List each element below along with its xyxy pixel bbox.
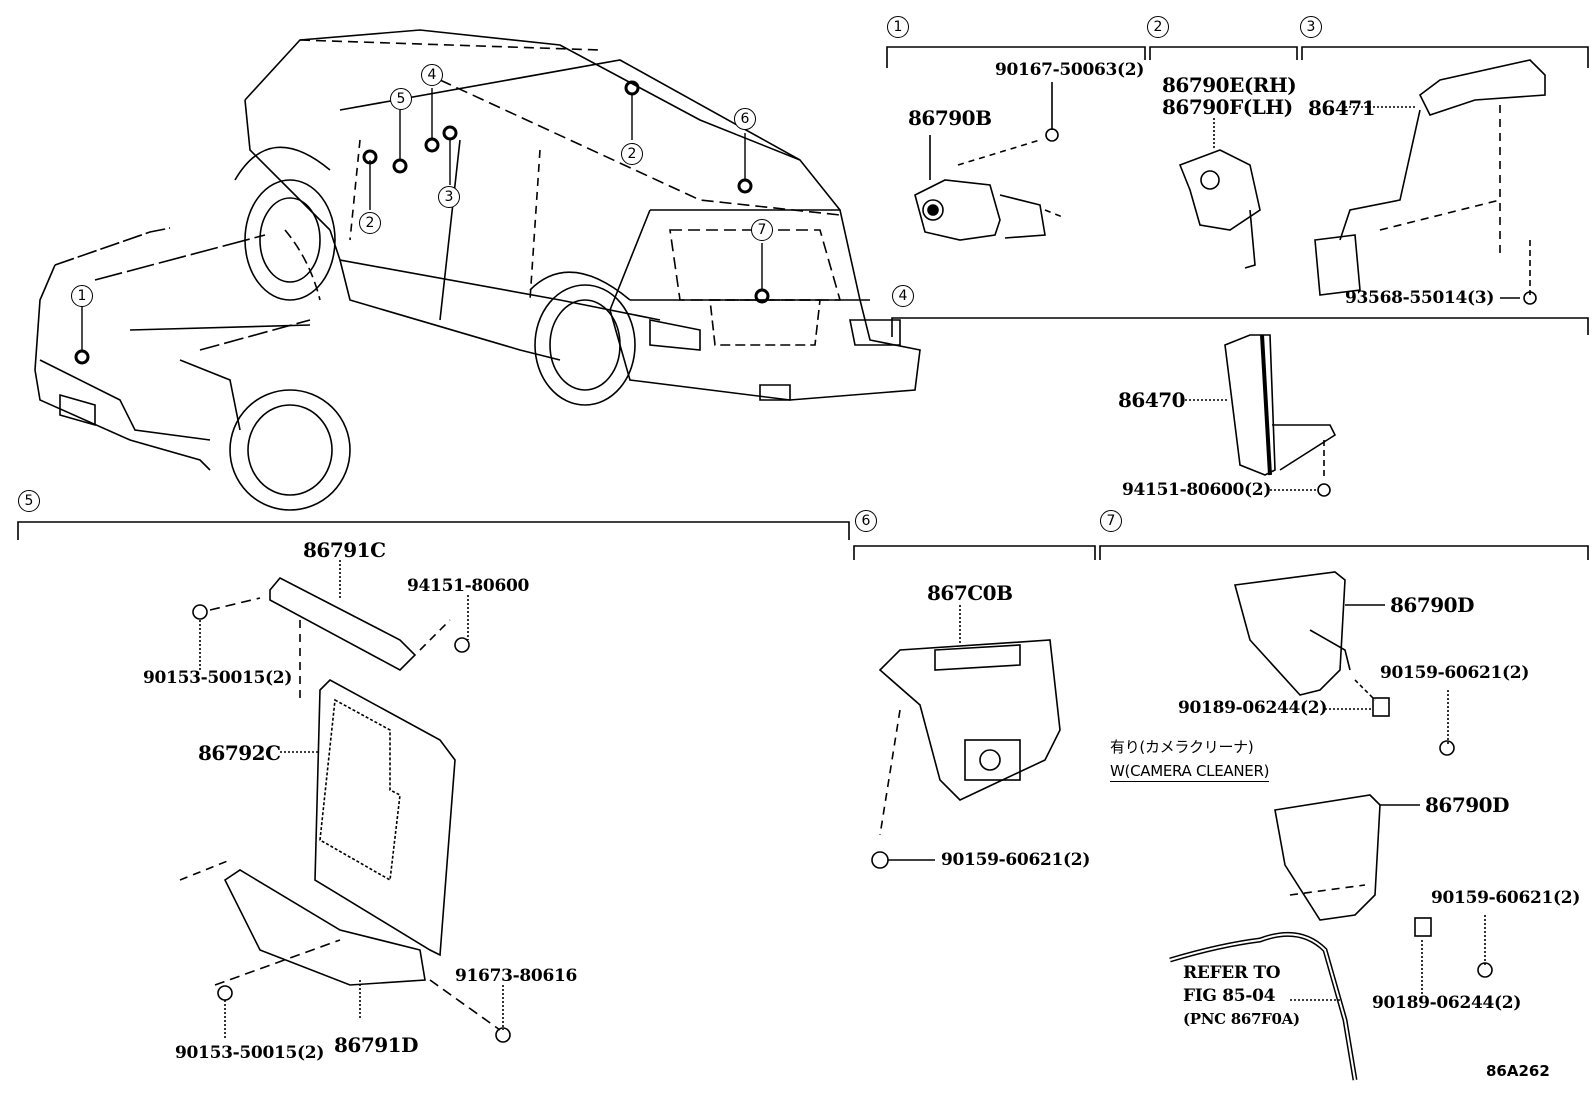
part-867C0B-camera: [871, 605, 1061, 869]
part-label[interactable]: 90189-06244(2): [1372, 993, 1522, 1013]
camera-cleaner-note-jp: 有り(カメラクリーナ): [1110, 738, 1254, 756]
part-label[interactable]: 94151-80600(2): [1122, 480, 1272, 500]
vehicle-callout-leaders: [74, 80, 770, 365]
part-86471: [1314, 59, 1546, 305]
section-callout-4: 4: [892, 285, 914, 307]
section-callout-1: 1: [887, 16, 909, 38]
vehicle-callout-2b: 2: [621, 143, 643, 165]
section-brackets: [17, 46, 1589, 560]
vehicle-callout-2a: 2: [359, 212, 381, 234]
part-86470: [1185, 334, 1337, 497]
part-label[interactable]: 86790B: [908, 106, 992, 130]
vehicle-callout-7: 7: [751, 219, 773, 241]
vehicle-front-illustration: [34, 227, 351, 511]
refer-note-line1: REFER TO: [1183, 963, 1281, 983]
section-callout-5: 5: [18, 490, 40, 512]
part-label[interactable]: 91673-80616: [455, 966, 578, 986]
part-label[interactable]: 86470: [1118, 388, 1186, 412]
part-86790B-camera: [914, 82, 1066, 241]
vehicle-callout-6: 6: [734, 108, 756, 130]
part-label[interactable]: 86790D: [1390, 593, 1474, 617]
part-label[interactable]: 86790E(RH): [1162, 73, 1297, 97]
part-label[interactable]: 94151-80600: [407, 576, 530, 596]
section-callout-7: 7: [1100, 510, 1122, 532]
vehicle-callout-1: 1: [71, 285, 93, 307]
part-label[interactable]: 90189-06244(2): [1178, 698, 1328, 718]
part-86790D-camera-1: [1233, 571, 1455, 756]
part-label[interactable]: 867C0B: [927, 581, 1013, 605]
vehicle-callout-4: 4: [421, 64, 443, 86]
section-callout-6: 6: [855, 510, 877, 532]
part-label[interactable]: 86471: [1308, 96, 1376, 120]
part-label[interactable]: 86791C: [303, 538, 386, 562]
refer-note-line2[interactable]: FIG 85-04: [1183, 986, 1276, 1006]
part-label[interactable]: 86790F(LH): [1162, 95, 1293, 119]
part-label[interactable]: 86792C: [198, 741, 281, 765]
part-label[interactable]: 90159-60621(2): [1431, 888, 1581, 908]
section-callout-2: 2: [1147, 16, 1169, 38]
refer-note-line3: (PNC 867F0A): [1183, 1010, 1300, 1028]
part-label[interactable]: 90159-60621(2): [941, 850, 1091, 870]
diagram-ref-code: 86A262: [1486, 1062, 1550, 1080]
part-label[interactable]: 90153-50015(2): [175, 1043, 325, 1063]
part-label[interactable]: 93568-55014(3): [1345, 288, 1495, 308]
vehicle-callout-5: 5: [390, 88, 412, 110]
part-label[interactable]: 86791D: [334, 1033, 418, 1057]
part-label[interactable]: 90167-50063(2): [995, 60, 1145, 80]
vehicle-callout-3a: 3: [438, 186, 460, 208]
camera-cleaner-note-en: W(CAMERA CLEANER): [1110, 762, 1270, 782]
part-label[interactable]: 86790D: [1425, 793, 1509, 817]
section-callout-3: 3: [1300, 16, 1322, 38]
part-86792C-ecu: [179, 560, 511, 1043]
part-86790E-F-side-camera: [1178, 118, 1261, 269]
part-label[interactable]: 90153-50015(2): [143, 668, 293, 688]
part-86790D-camera-2: [1169, 794, 1493, 1081]
part-label[interactable]: 90159-60621(2): [1380, 663, 1530, 683]
vehicle-illustration: [234, 29, 921, 406]
